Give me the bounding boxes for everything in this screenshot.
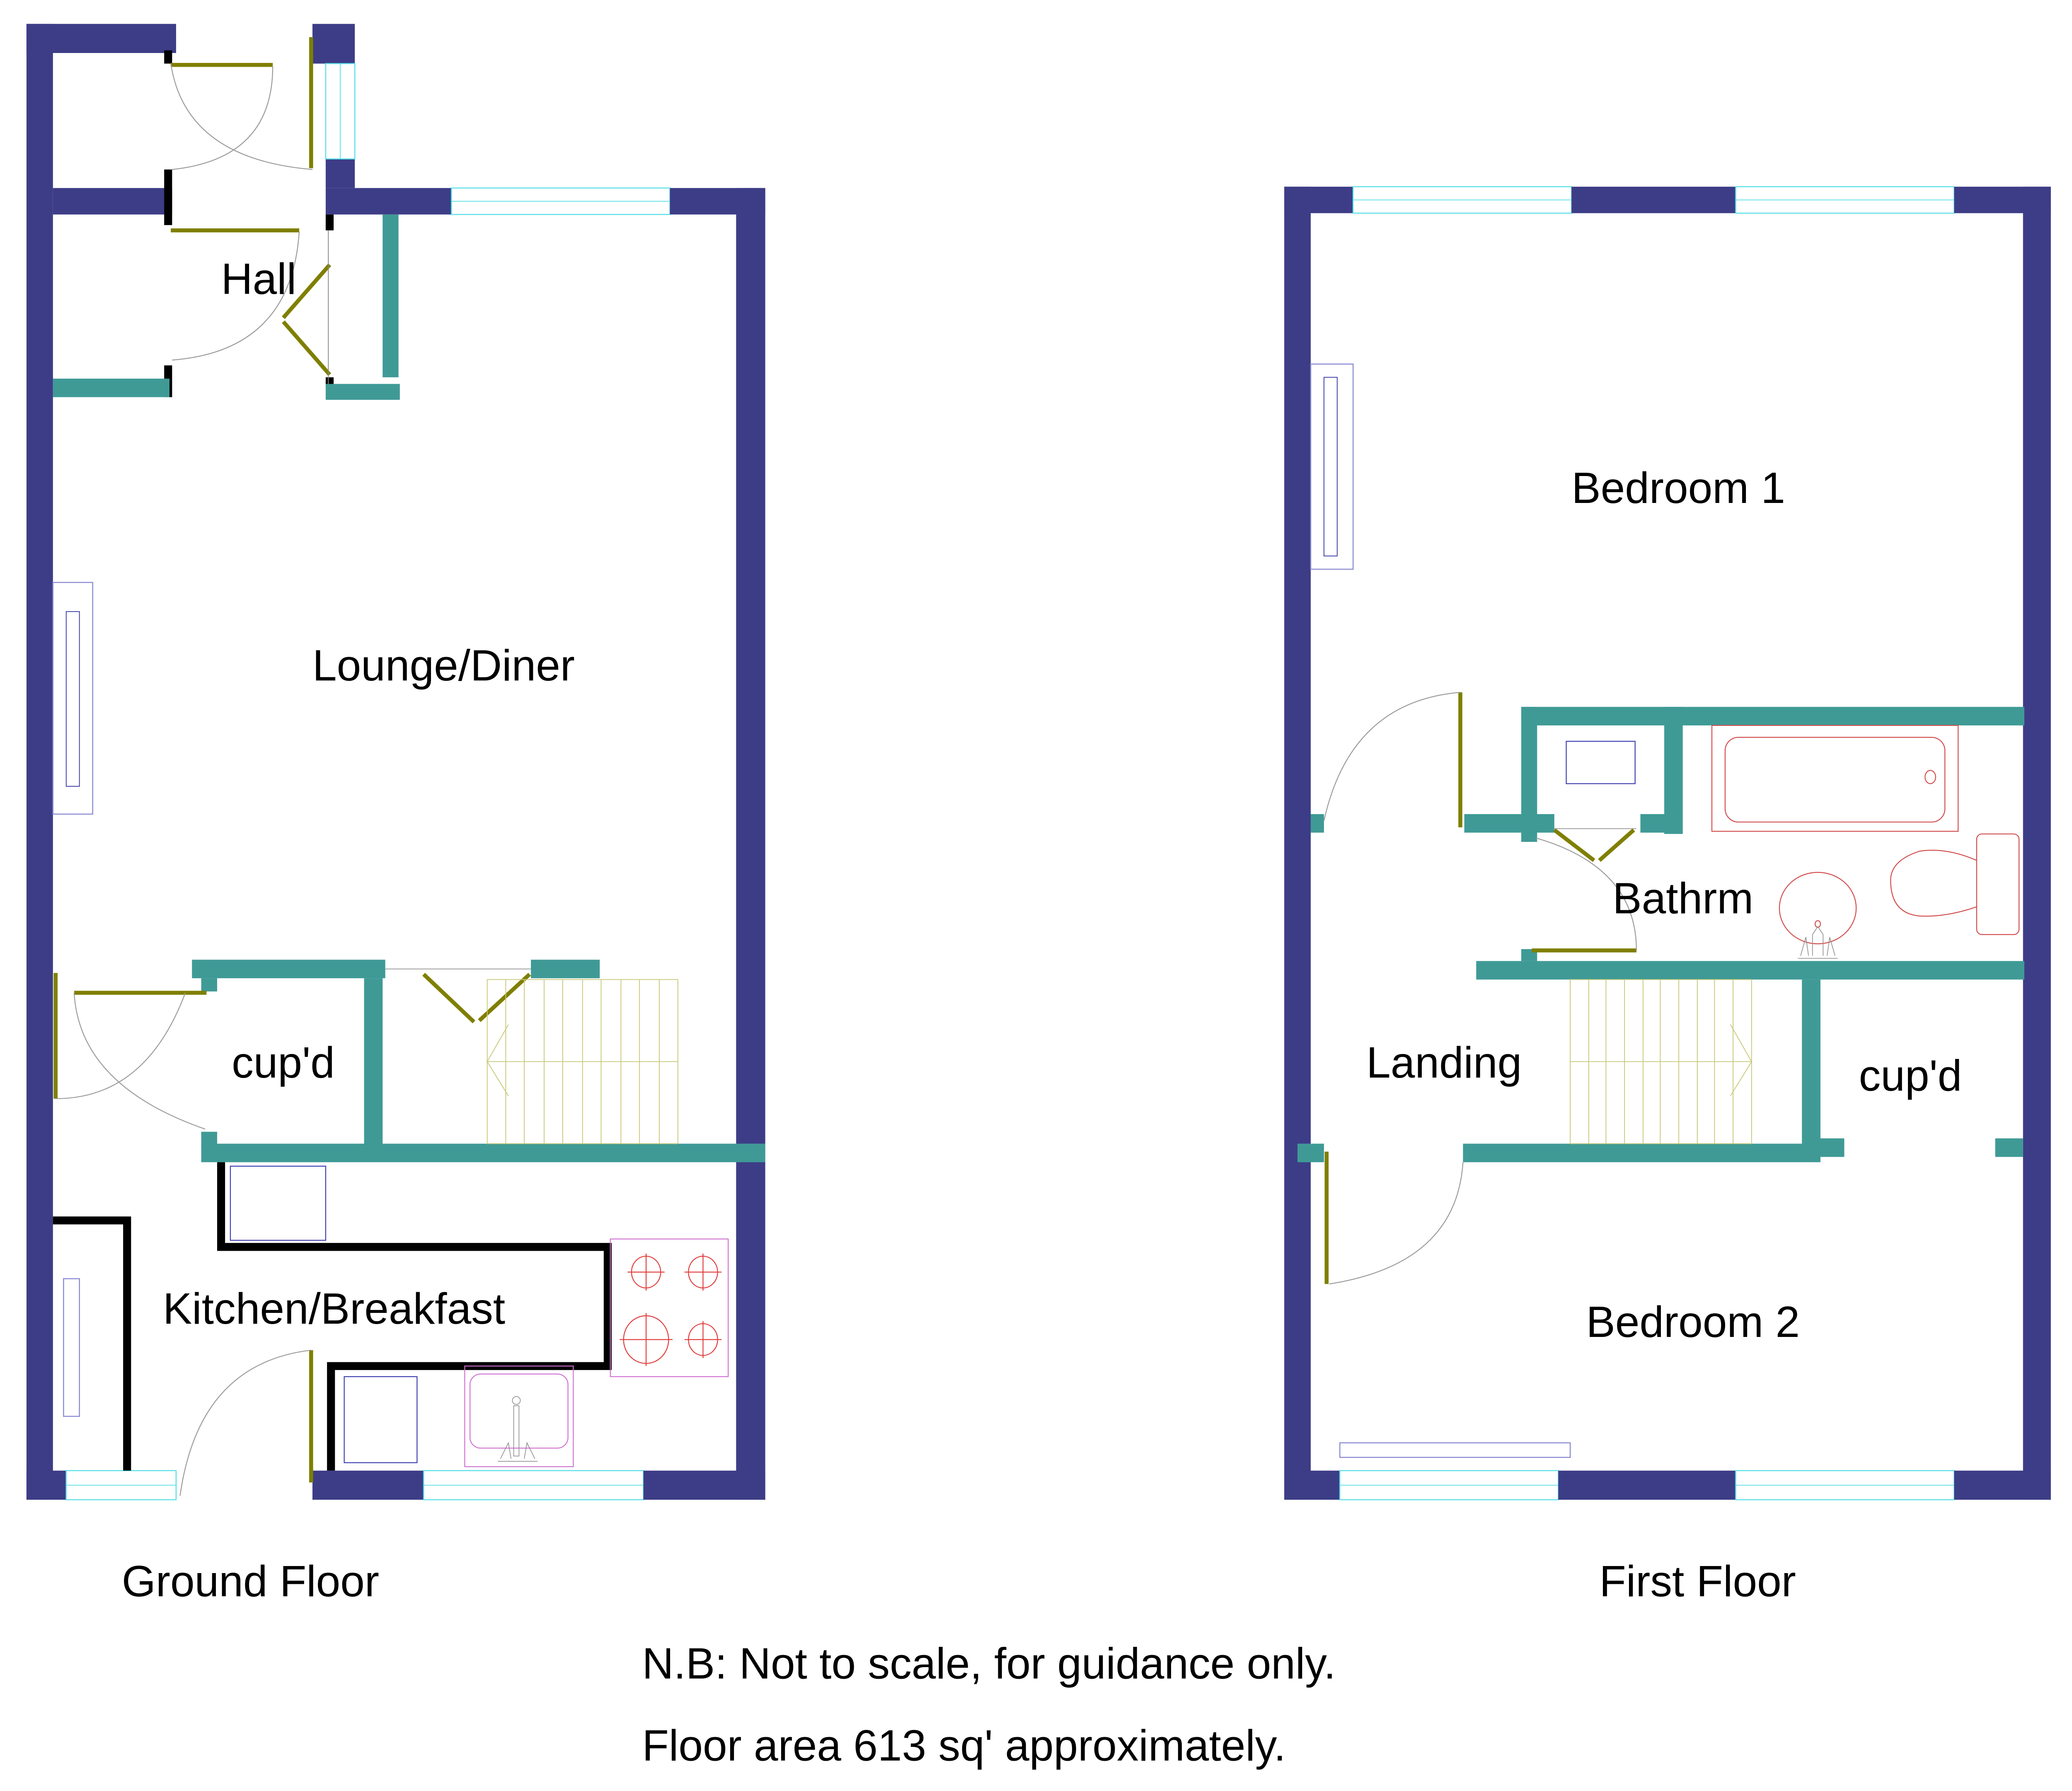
kitchen-hob — [610, 1238, 729, 1377]
landing-bottom-wall — [1463, 1143, 1820, 1163]
bath — [1711, 725, 1959, 832]
first-floor-title: First Floor — [1599, 1557, 1796, 1606]
ground-left-wall — [26, 24, 53, 1500]
room-label-bedroom2: Bedroom 2 — [1586, 1298, 1800, 1346]
first-cupboard-left-wall — [1802, 979, 1820, 1160]
understairs-bifold-door[interactable] — [422, 973, 476, 1024]
ground-bottom-wall-left — [26, 1470, 66, 1500]
kitchen-radiator — [63, 1278, 80, 1417]
porch-right-wall-bottom — [325, 159, 355, 188]
lounge-radiator — [52, 582, 93, 815]
cupboard-top-wall — [192, 960, 385, 979]
hall-divider-wall — [53, 188, 172, 215]
bedroom1-radiator — [1310, 363, 1354, 570]
room-label-hall: Hall — [221, 255, 297, 303]
lounge-bifold-door[interactable] — [282, 263, 332, 319]
kitchen-appliance-2 — [344, 1376, 418, 1463]
ground-top-wall-left — [325, 188, 452, 215]
ground-bottom-wall-mid — [312, 1470, 424, 1500]
hall-bottom-wall — [325, 384, 400, 400]
kitchen-appliance-1 — [230, 1165, 327, 1241]
hall-cloak-wall — [53, 378, 169, 397]
disclaimer-note: N.B: Not to scale, for guidance only. — [642, 1639, 1336, 1688]
kitchen-divider-wall — [201, 1143, 765, 1163]
airing-cupboard-right-wall — [1664, 707, 1683, 834]
bathroom-top-wall — [1521, 707, 2024, 725]
ground-floor-title: Ground Floor — [122, 1557, 379, 1606]
kitchen-sink — [464, 1366, 574, 1467]
ground-staircase — [487, 979, 678, 1144]
first-staircase — [1570, 979, 1752, 1144]
cupboard-right-wall — [364, 978, 383, 1146]
first-right-wall — [2023, 186, 2051, 1500]
ground-floor-plan: Hall Lounge/Diner cup'd Kitchen/Breakfas… — [26, 24, 765, 1606]
room-label-bathroom: Bathrm — [1612, 875, 1753, 923]
airing-cupboard-door[interactable] — [1553, 828, 1595, 862]
bedroom2-radiator — [1339, 1442, 1571, 1458]
ground-bottom-wall-right — [643, 1470, 765, 1500]
wash-basin — [1779, 872, 1857, 959]
kitchen-larder — [53, 1216, 131, 1471]
room-label-bedroom1: Bedroom 1 — [1571, 464, 1785, 512]
room-label-cupboard: cup'd — [232, 1039, 335, 1087]
floor-area-note: Floor area 613 sq' approximately. — [642, 1721, 1286, 1770]
room-label-cupboard: cup'd — [1859, 1052, 1962, 1100]
room-label-lounge: Lounge/Diner — [312, 641, 575, 690]
bathroom-bottom-wall — [1476, 961, 2024, 980]
porch-right-wall-top — [312, 24, 355, 64]
first-floor-plan: Bedroom 1 Bathrm Landing cup'd Bedroom 2… — [1284, 186, 2051, 1606]
toilet — [1890, 833, 2020, 935]
ground-right-wall — [736, 188, 765, 1500]
hall-right-wall — [382, 214, 399, 377]
room-label-kitchen: Kitchen/Breakfast — [163, 1285, 505, 1333]
kitchen-worktop — [217, 1162, 612, 1471]
stair-top-wall — [531, 960, 600, 979]
room-label-landing: Landing — [1366, 1039, 1522, 1087]
hot-water-cylinder — [1566, 741, 1636, 784]
first-left-wall — [1284, 186, 1311, 1500]
